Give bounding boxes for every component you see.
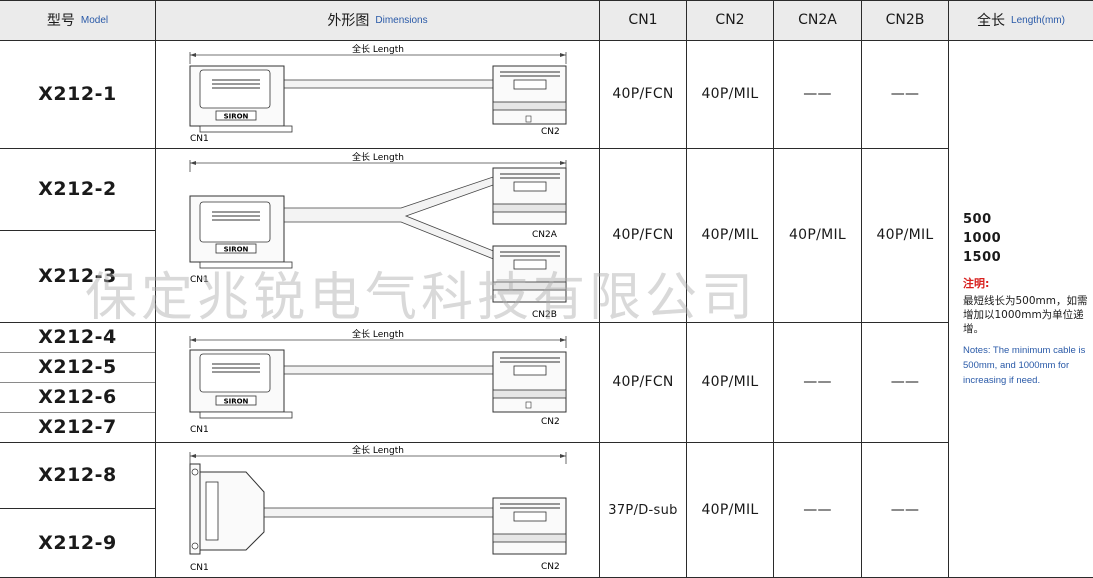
group4-cn1: 37P/D-sub	[608, 502, 678, 518]
grid-line	[0, 508, 155, 509]
grid-line	[0, 148, 949, 149]
group3-cn2: 40P/MIL	[701, 374, 759, 390]
grid-line	[773, 0, 774, 578]
note-title: 注明:	[963, 277, 990, 290]
group1-cn1: 40P/FCN	[612, 86, 674, 102]
model-cell: X212-5	[38, 356, 117, 378]
model-cell: X212-4	[38, 326, 117, 348]
group3-cn1: 40P/FCN	[612, 374, 674, 390]
grid-line	[0, 412, 155, 413]
group3-cn2b: ——	[890, 374, 920, 390]
grid-line	[948, 0, 949, 578]
header-cn2: CN2	[687, 0, 773, 40]
group4-cn2: 40P/MIL	[701, 502, 759, 518]
length-info: 500 1000 1500 注明: 最短线长为500mm，如需增加以1000mm…	[963, 210, 1093, 388]
header-dims-cn: 外形图	[327, 13, 370, 29]
length-value: 1000	[963, 231, 1002, 246]
group2-cn2a: 40P/MIL	[788, 227, 847, 243]
note-english: Notes: The minimum cable is 500mm, and 1…	[963, 345, 1086, 386]
cn2-label: CN2	[541, 562, 560, 572]
cn1-label: CN1	[190, 134, 209, 144]
header-cn2-label: CN2	[715, 12, 745, 28]
cn1-label: CN1	[190, 425, 209, 435]
grid-line	[0, 382, 155, 383]
grid-line	[0, 352, 155, 353]
header-cn2b: CN2B	[862, 0, 948, 40]
group2-cn1: 40P/FCN	[612, 227, 674, 243]
header-cn2b-label: CN2B	[885, 12, 925, 28]
cable-diagram-dsub: 全长 Length CN1 CN2	[189, 444, 567, 573]
header-cn2a: CN2A	[774, 0, 861, 40]
group1-cn2b: ——	[890, 86, 920, 102]
header-dims-en: Dimensions	[375, 14, 428, 26]
cn2a-label: CN2A	[532, 230, 558, 240]
cn1-label: CN1	[190, 563, 209, 573]
length-dimension-label: 全长 Length	[352, 151, 404, 163]
model-cell: X212-9	[38, 532, 117, 554]
model-cell: X212-8	[38, 464, 117, 486]
cn1-label: CN1	[190, 275, 209, 285]
grid-line	[0, 322, 949, 323]
grid-line	[861, 0, 862, 578]
group4-cn2a: ——	[803, 502, 832, 518]
header-dimensions: 外形图 Dimensions	[156, 0, 599, 40]
header-cn1-label: CN1	[628, 12, 658, 28]
grid-line	[0, 442, 949, 443]
header-cn2a-label: CN2A	[798, 12, 837, 28]
header-model-en: Model	[80, 14, 109, 26]
header-length-cn: 全长	[977, 13, 1006, 29]
length-dimension-label: 全长 Length	[352, 43, 404, 55]
cable-diagram-y-split: 全长 Length SIRON CN1 CN2A CN2B	[189, 151, 567, 320]
header-cn1: CN1	[600, 0, 686, 40]
group4-cn2b: ——	[890, 502, 920, 518]
group3-cn2a: ——	[803, 374, 832, 390]
length-value: 1500	[963, 250, 1002, 265]
header-model-cn: 型号	[46, 13, 75, 29]
group1-cn2: 40P/MIL	[701, 86, 759, 102]
cable-diagram-straight: 全长 Length SIRON CN1 CN2	[189, 328, 567, 435]
model-cell: X212-3	[38, 265, 117, 287]
grid-line	[0, 230, 155, 231]
brand-label: SIRON	[224, 113, 249, 121]
grid-line	[155, 0, 156, 578]
model-cell: X212-2	[38, 178, 117, 200]
brand-label: SIRON	[224, 246, 249, 254]
grid-line	[599, 0, 600, 578]
length-dimension-label: 全长 Length	[352, 328, 404, 340]
cn2-label: CN2	[541, 417, 560, 427]
cn2b-label: CN2B	[532, 310, 557, 320]
group1-cn2a: ——	[803, 86, 832, 102]
header-length: 全长 Length(mm)	[949, 0, 1093, 40]
brand-label: SIRON	[224, 398, 249, 406]
length-dimension-label: 全长 Length	[352, 444, 404, 456]
note-chinese: 最短线长为500mm，如需增加以1000mm为单位递增。	[963, 295, 1088, 335]
length-value: 500	[963, 212, 992, 227]
cn2-label: CN2	[541, 127, 560, 137]
model-cell: X212-6	[38, 386, 117, 408]
header-model: 型号 Model	[0, 0, 155, 40]
grid-line	[0, 40, 1093, 41]
grid-line	[686, 0, 687, 578]
model-cell: X212-7	[38, 416, 117, 438]
group2-cn2: 40P/MIL	[701, 227, 759, 243]
grid-line	[0, 0, 1093, 1]
header-length-en: Length(mm)	[1011, 14, 1065, 26]
group2-cn2b: 40P/MIL	[876, 227, 934, 243]
model-cell: X212-1	[38, 83, 117, 105]
cable-diagram-straight: 全长 Length SIRON CN1 CN2	[189, 43, 567, 144]
